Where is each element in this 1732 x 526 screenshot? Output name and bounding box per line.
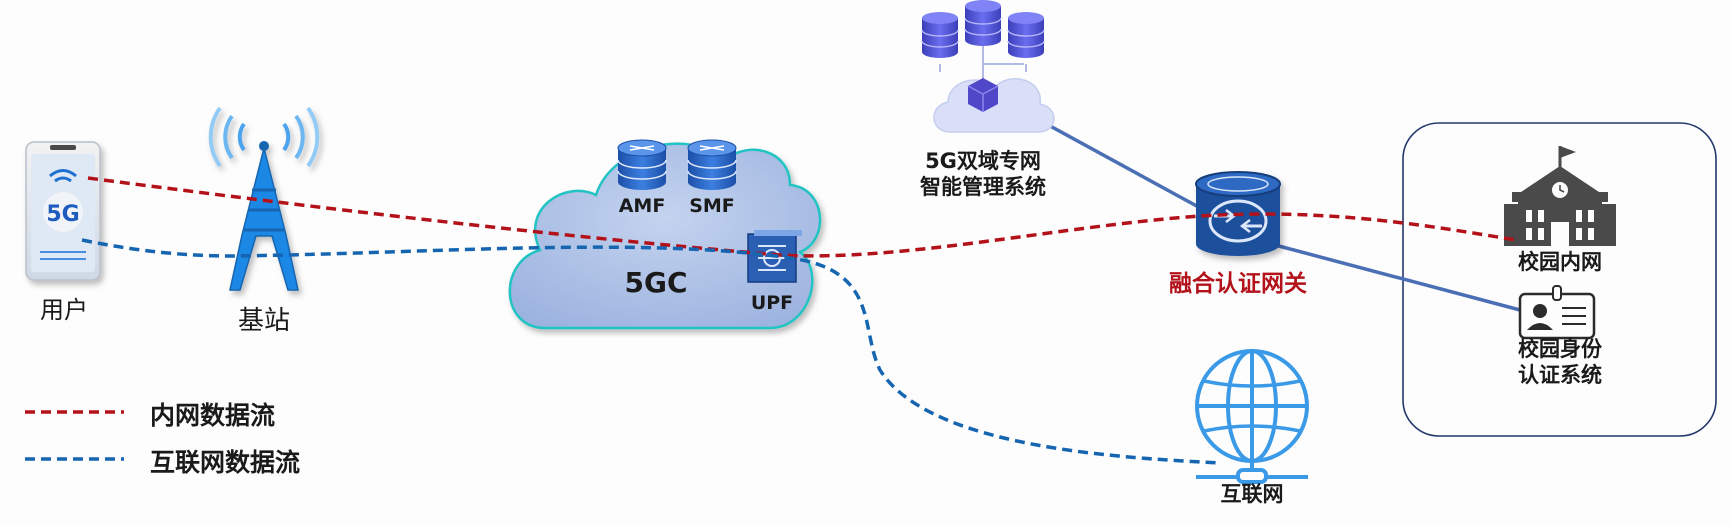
internet-globe-icon — [1195, 349, 1309, 484]
management-system-label: 5G双域专网 智能管理系统 — [880, 148, 1086, 200]
database-icon-left — [921, 12, 959, 58]
link-gateway-to-auth — [1274, 243, 1521, 312]
campus-intranet-label: 校园内网 — [1518, 250, 1602, 274]
management-system-label-line2: 智能管理系统 — [920, 175, 1046, 199]
smf-label: SMF — [689, 195, 735, 217]
smf-icon — [687, 139, 737, 190]
base-station-label: 基站 — [237, 306, 290, 336]
user-phone-icon — [25, 141, 101, 281]
internet-flow-line — [81, 238, 1221, 465]
campus-auth-label: 校园身份 认证系统 — [1502, 336, 1618, 388]
internet-label: 互联网 — [1220, 482, 1284, 506]
intranet-flow-line — [87, 176, 1517, 258]
upf-label: UPF — [750, 292, 794, 314]
amf-icon — [617, 139, 667, 190]
campus-building-icon — [1504, 146, 1616, 246]
id-card-icon — [1518, 285, 1596, 340]
gateway-label: 融合认证网关 — [1169, 271, 1307, 297]
user-label: 用户 — [40, 296, 88, 324]
database-icon-center — [964, 0, 1002, 46]
link-mgmt-to-gateway — [1029, 113, 1205, 212]
core-network-label: 5GC — [624, 266, 688, 299]
phone-5g-badge: 5G — [46, 202, 79, 227]
management-system-icon — [933, 40, 1055, 133]
database-icon-right — [1007, 12, 1045, 58]
amf-label: AMF — [618, 195, 666, 217]
legend-intranet-label: 内网数据流 — [150, 401, 276, 430]
management-system-label-line1: 5G双域专网 — [925, 149, 1041, 173]
campus-auth-label-line2: 认证系统 — [1518, 363, 1602, 387]
legend-internet-label: 互联网数据流 — [150, 448, 301, 477]
gateway-icon — [1195, 171, 1281, 256]
campus-auth-label-line1: 校园身份 — [1518, 337, 1602, 361]
